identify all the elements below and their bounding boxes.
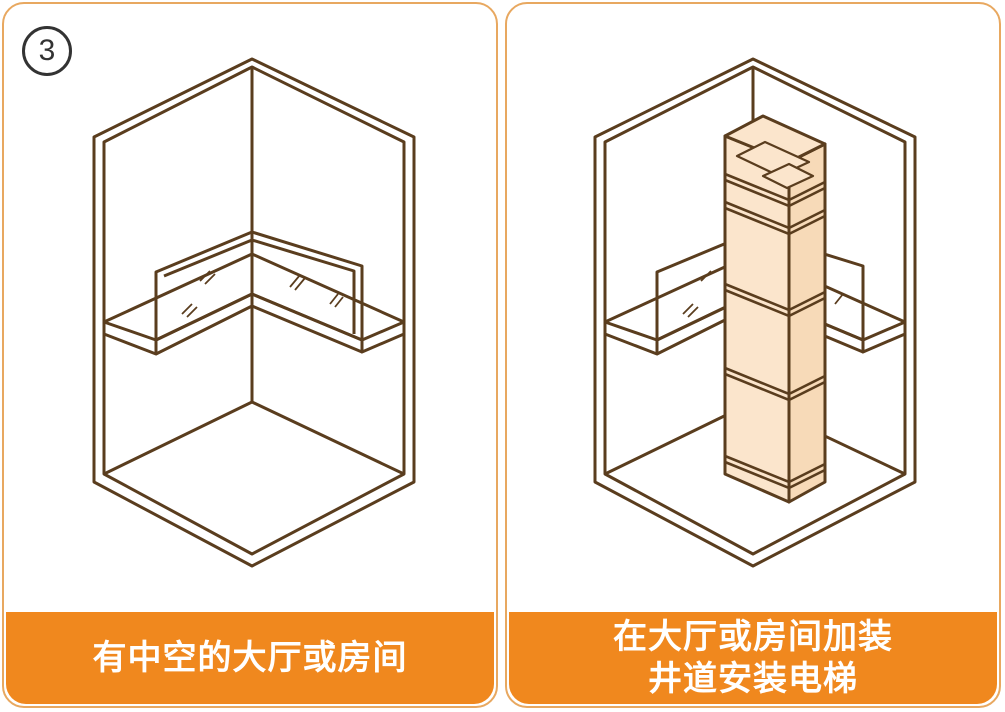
- caption-before-text: 有中空的大厅或房间: [92, 638, 408, 678]
- panel-after: 在大厅或房间加装 井道安装电梯: [505, 2, 1001, 708]
- elevator-shaft-illustration: [593, 57, 917, 568]
- room-outer-frame: [92, 57, 416, 568]
- caption-after-line1: 在大厅或房间加装: [613, 617, 893, 657]
- glass-reflection-marks: [181, 270, 344, 318]
- glass-railing-right: [251, 230, 364, 342]
- caption-after-line2: 井道安装电梯: [648, 659, 858, 699]
- caption-before: 有中空的大厅或房间: [6, 612, 494, 704]
- step-number: 3: [38, 34, 56, 67]
- panel-before: 3: [2, 2, 498, 708]
- step-number-badge: 3: [22, 26, 72, 76]
- caption-after: 在大厅或房间加装 井道安装电梯: [509, 612, 997, 704]
- room-inner-frame: [102, 65, 406, 556]
- floor-outline: [103, 400, 405, 476]
- room-outer-frame: [593, 57, 917, 568]
- mezzanine-slab-top: [102, 252, 406, 342]
- hollow-hall-illustration: [92, 57, 416, 568]
- glass-reflection-marks: [682, 270, 844, 318]
- elevator-shaft-floor-bands: [724, 172, 826, 490]
- mezzanine-slab-edge: [102, 322, 158, 356]
- glass-railing-left: [154, 230, 254, 342]
